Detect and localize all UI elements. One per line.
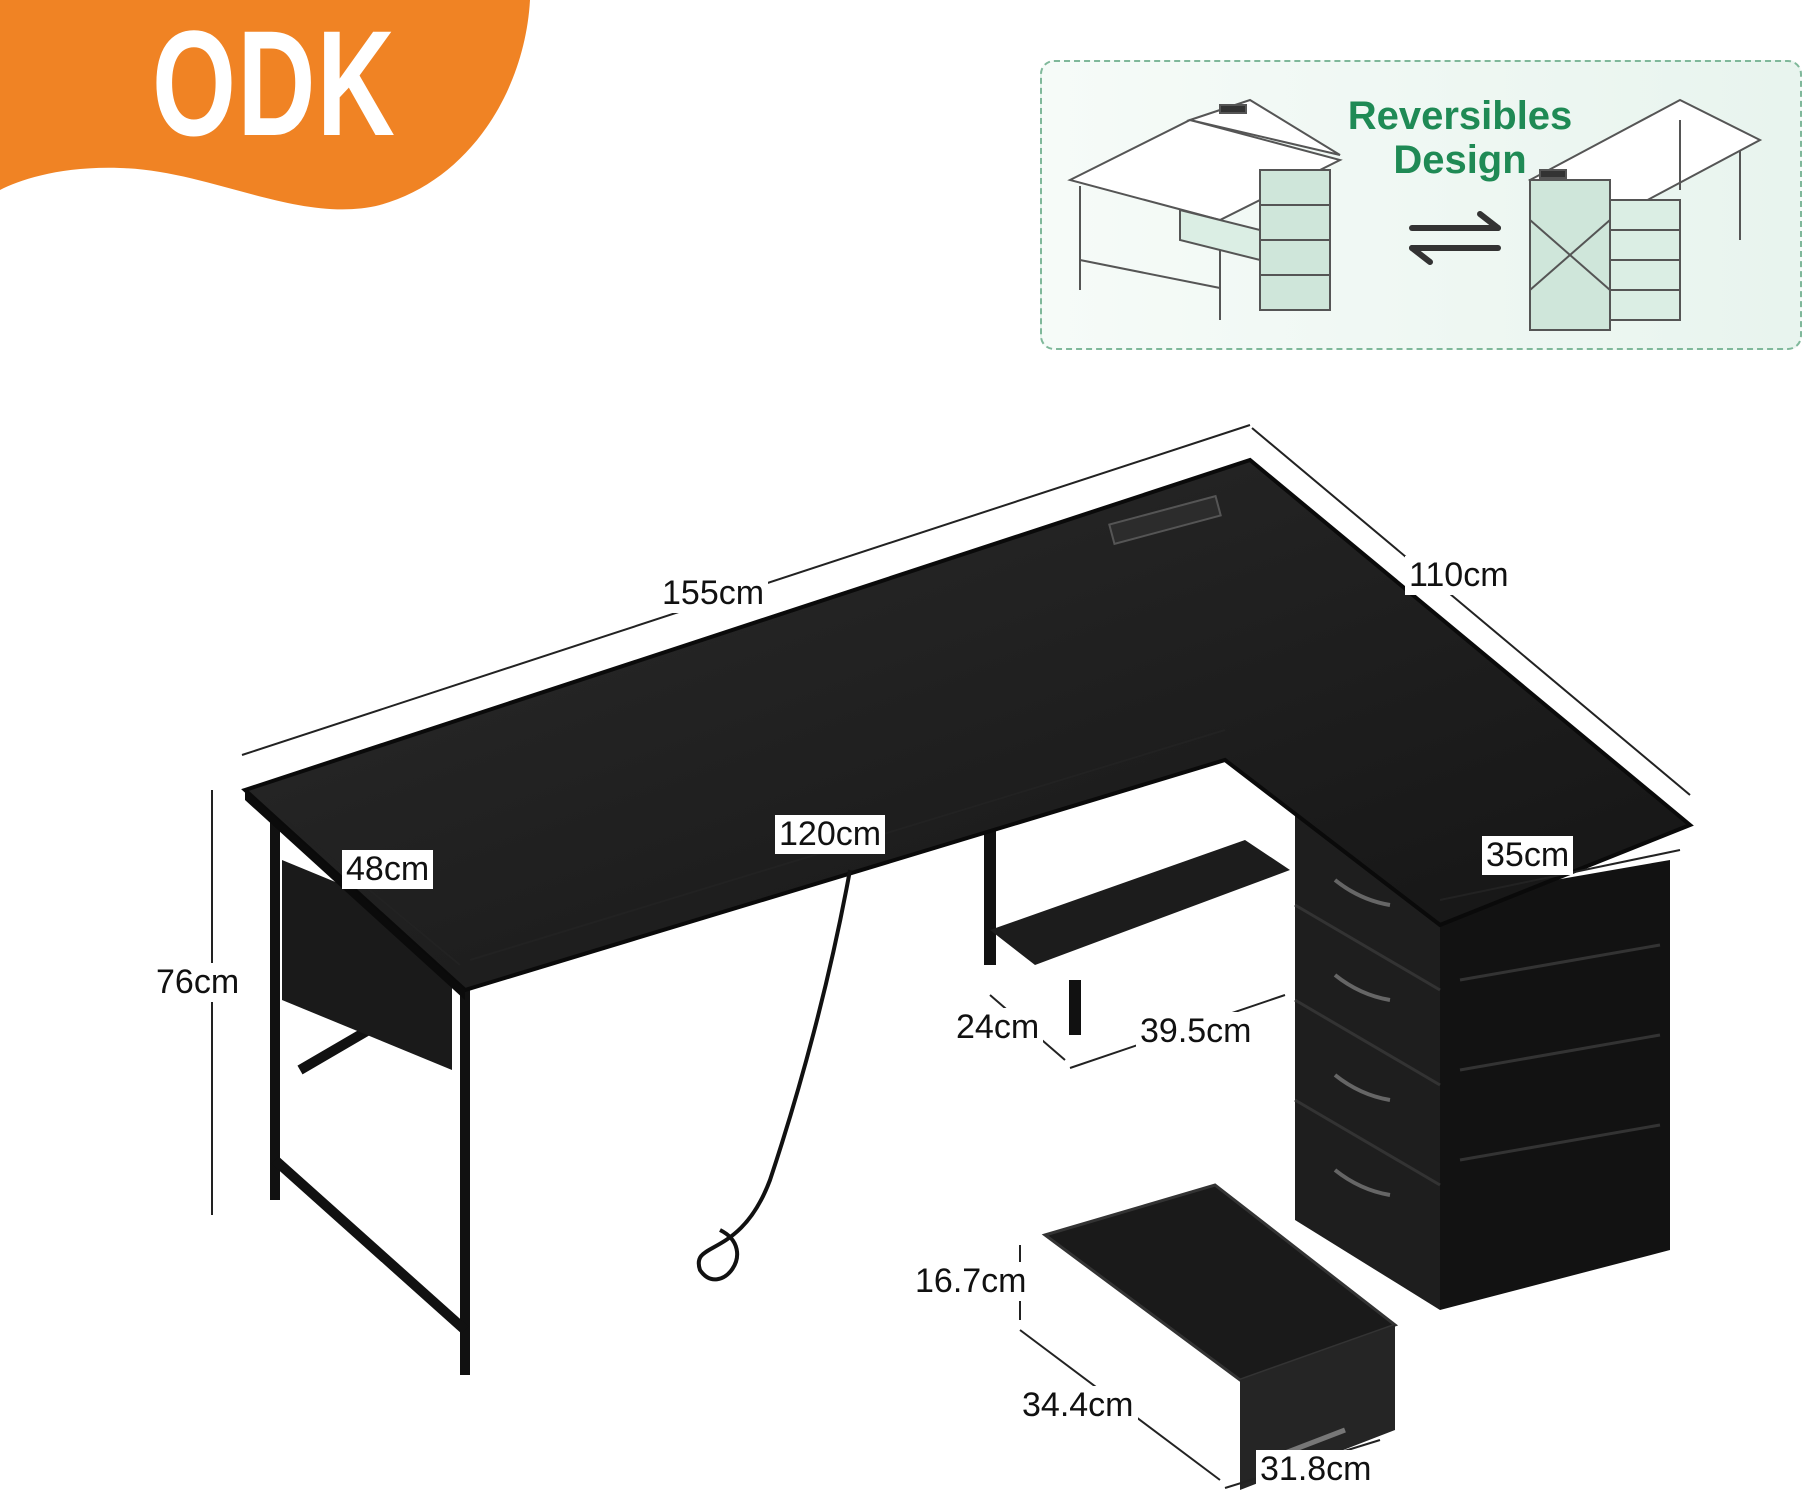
swap-arrows-icon	[1409, 211, 1501, 265]
drawer-handles	[1333, 878, 1391, 1197]
reversible-illustration	[1067, 98, 1763, 331]
dim-drawer-length-label: 34.4cm	[1018, 1386, 1138, 1425]
brand-logo: ODK	[152, 0, 397, 167]
dim-drawer-height-label: 16.7cm	[911, 1262, 1031, 1301]
drawer-cabinet-side	[1440, 860, 1670, 1310]
reversible-title-line1: Reversibles	[1347, 94, 1573, 138]
dim-shelf-height-label: 24cm	[952, 1008, 1044, 1047]
dim-drawer-width-label: 31.8cm	[1256, 1450, 1376, 1489]
dim-inner-length-label: 120cm	[775, 815, 886, 854]
reversible-design-title: Reversibles Design	[1300, 94, 1620, 182]
reversible-title-line2: Design	[1393, 138, 1527, 182]
left-configuration-desk-icon	[1067, 98, 1343, 320]
dim-desk-depth-label: 48cm	[342, 850, 434, 889]
dim-shelf-width-label: 39.5cm	[1136, 1012, 1256, 1051]
drawer-cabinet-front	[1295, 810, 1440, 1310]
brand-logo-background	[0, 0, 530, 210]
right-configuration-desk-icon	[1527, 98, 1763, 331]
shelf-frame	[984, 820, 1081, 1035]
dim-return-length-label: 110cm	[1405, 556, 1513, 595]
removable-drawer-front	[1240, 1325, 1395, 1490]
cabinet-drawer-lines	[1294, 903, 1661, 1187]
power-outlet-strip	[1108, 494, 1222, 546]
dim-height-label: 76cm	[152, 963, 244, 1002]
power-cable	[696, 869, 852, 1282]
dim-desk-length-label: 155cm	[658, 574, 769, 613]
desk-top-edge	[245, 790, 465, 1000]
desk-top	[241, 457, 1694, 993]
monitor-shelf	[990, 840, 1290, 965]
dim-return-depth-label: 35cm	[1482, 836, 1574, 875]
